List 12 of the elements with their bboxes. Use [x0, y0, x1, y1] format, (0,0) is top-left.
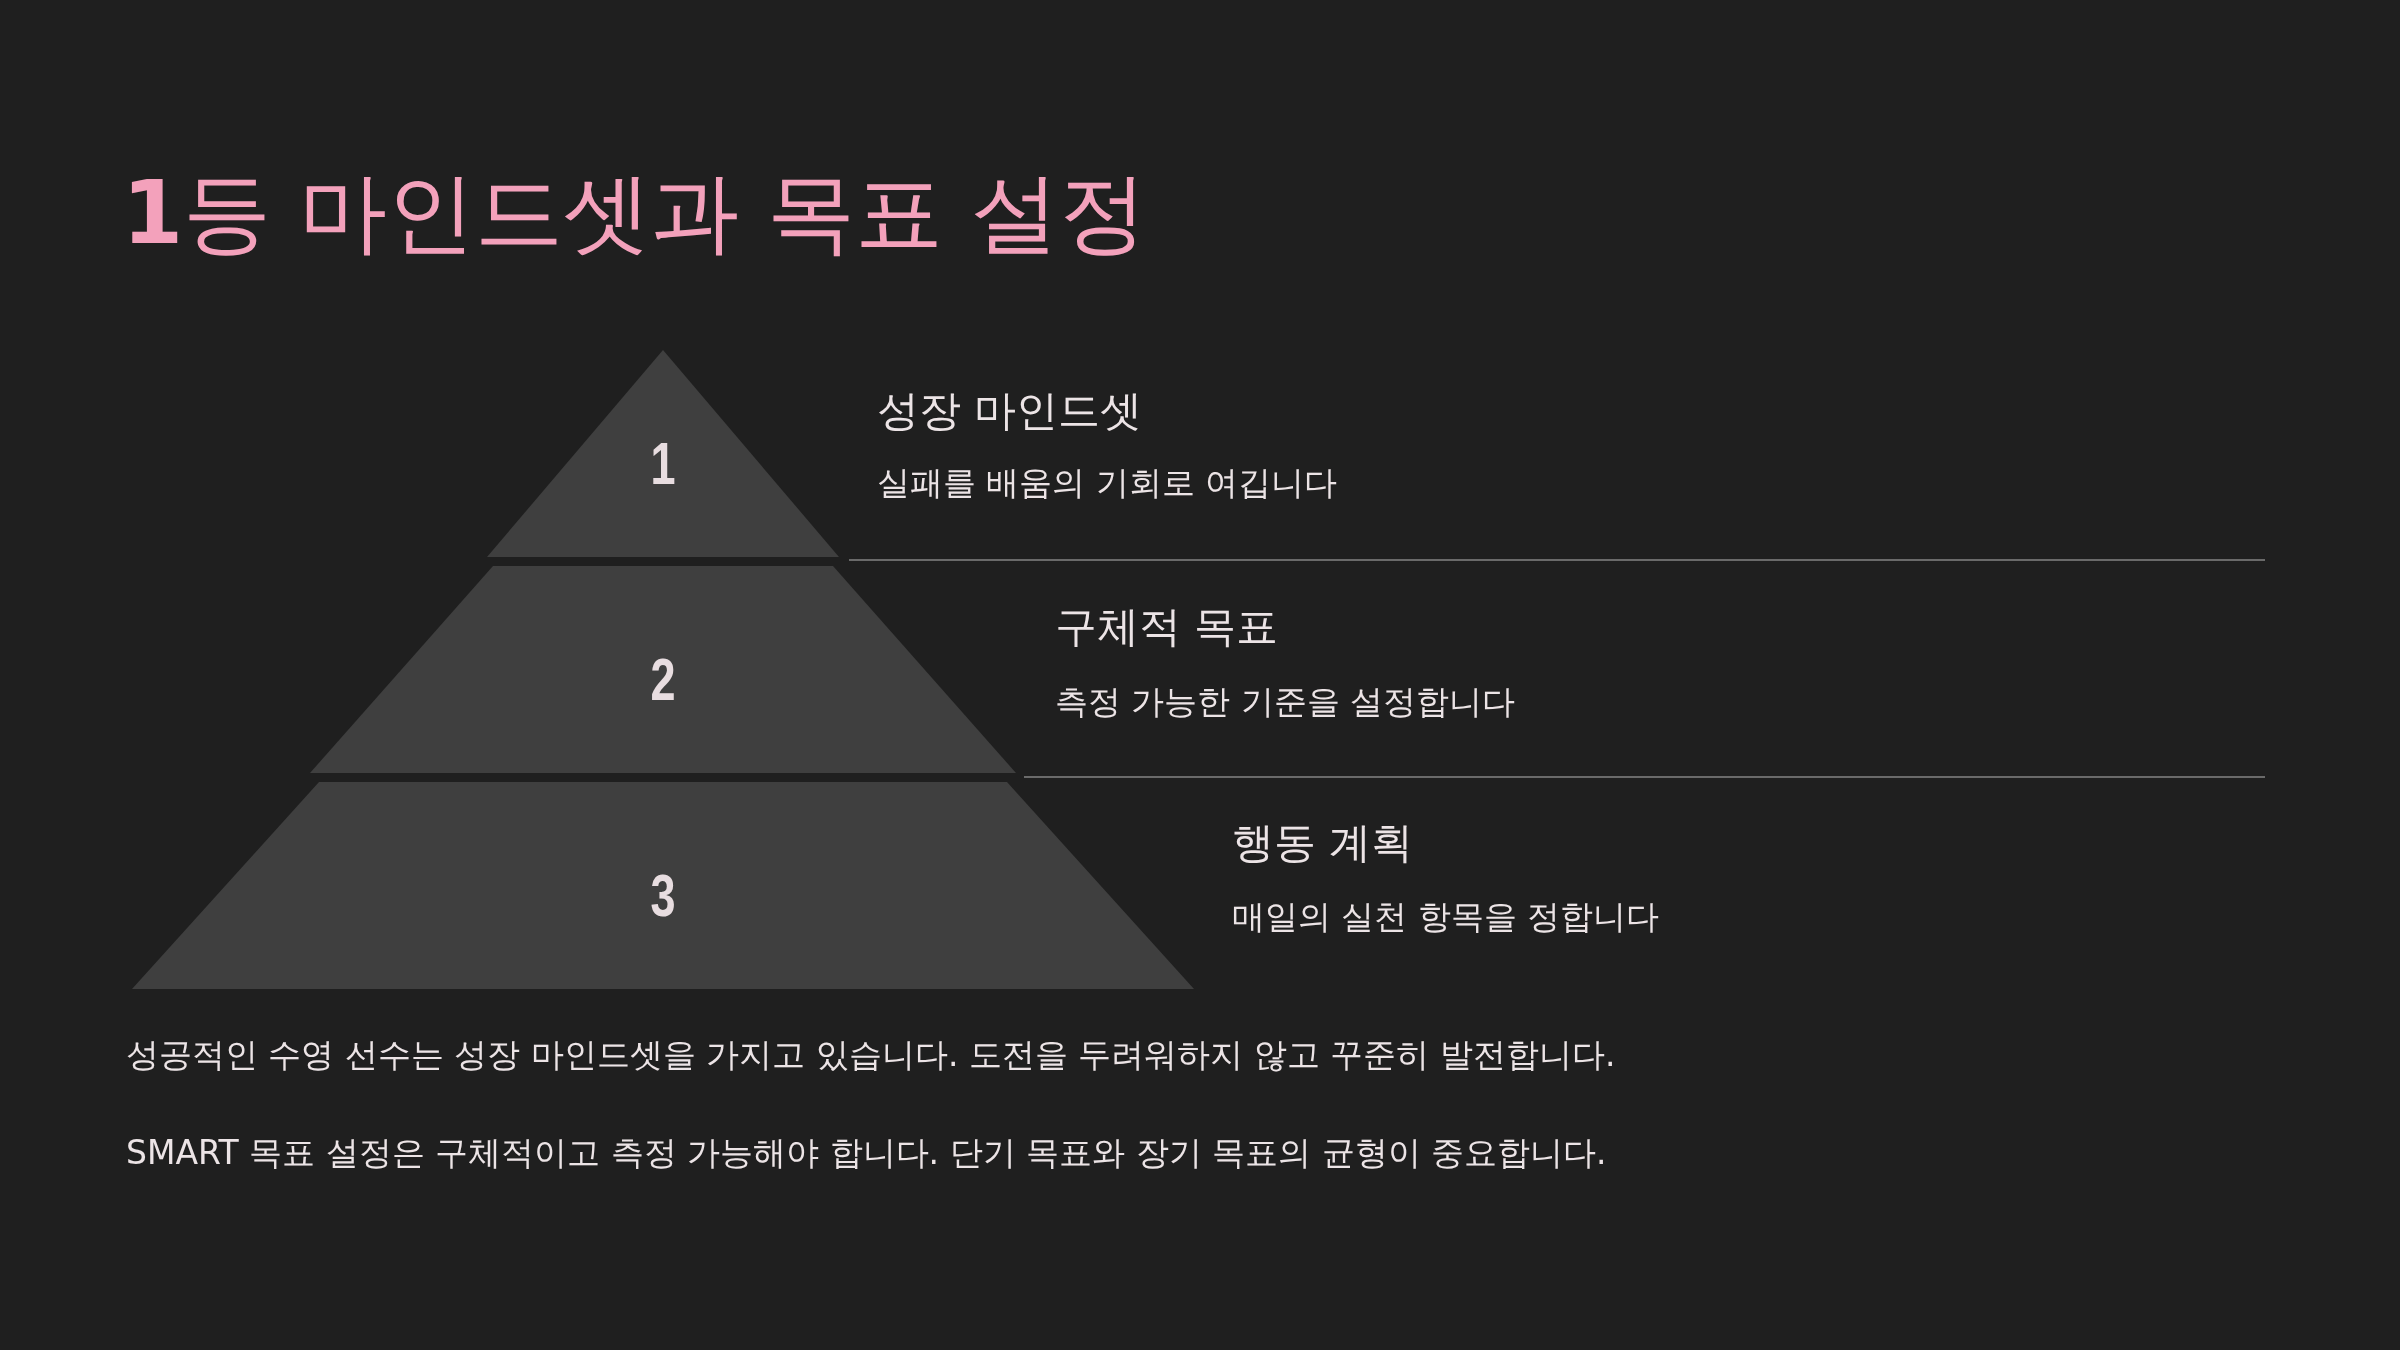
tier-number: 1 — [649, 433, 677, 494]
tier-heading: 성장 마인드셋 — [877, 386, 1143, 437]
tier-heading: 구체적 목표 — [1055, 602, 1279, 653]
body-paragraph: SMART 목표 설정은 구체적이고 측정 가능해야 합니다. 단기 목표와 장기 목표의 균형이 중요합니다. — [126, 1133, 1607, 1173]
body-paragraph: 성공적인 수영 선수는 성장 마인드셋을 가지고 있습니다. 도전을 두려워하지 않고 꾸준히 발전합니다. — [126, 1035, 1616, 1075]
tier-description: 실패를 배움의 기회로 여깁니다 — [877, 463, 1338, 503]
slide-title: 1등 마인드셋과 목표 설정 — [122, 160, 1148, 266]
tier-heading: 행동 계획 — [1232, 818, 1414, 869]
tier-description: 매일의 실천 항목을 정합니다 — [1232, 897, 1660, 937]
tier-number: 2 — [649, 649, 677, 710]
tier-number: 3 — [649, 865, 677, 926]
tier-description: 측정 가능한 기준을 설정합니다 — [1055, 682, 1516, 722]
